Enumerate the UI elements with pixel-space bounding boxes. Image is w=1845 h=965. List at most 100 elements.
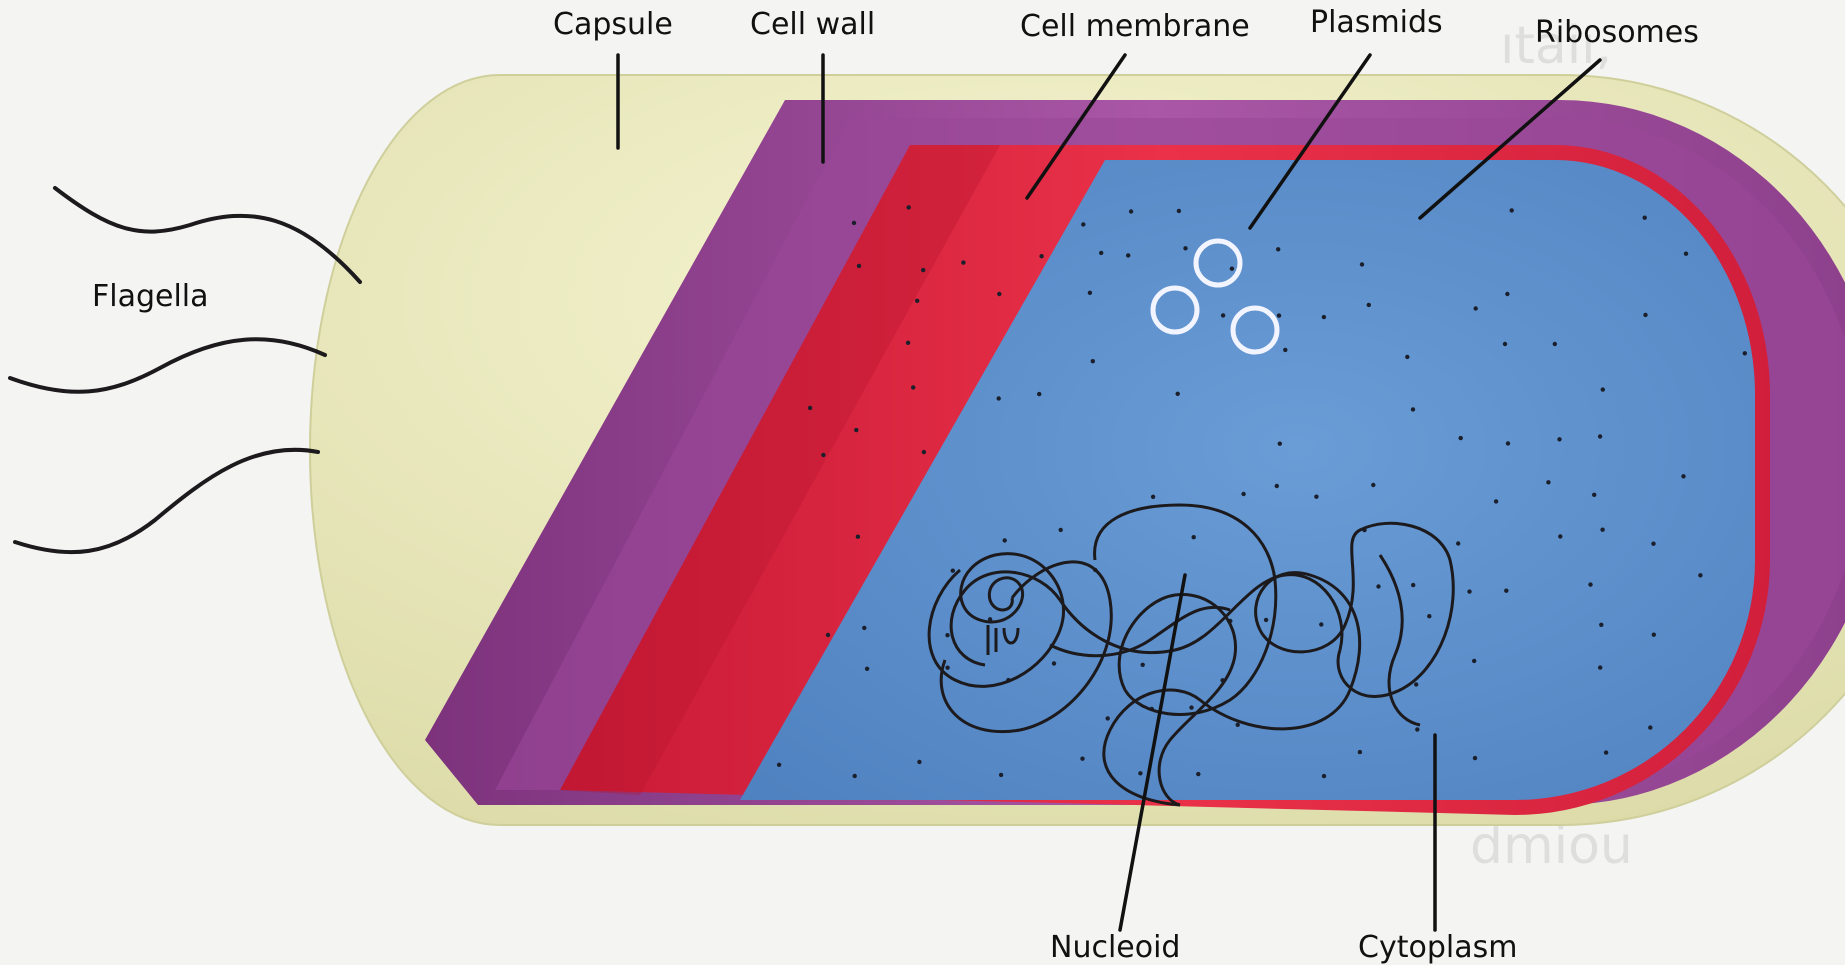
ribosome-dot-icon <box>1598 665 1602 669</box>
ribosome-dot-icon <box>1176 392 1180 396</box>
ribosome-dot-icon <box>1314 495 1318 499</box>
ribosome-dot-icon <box>1643 313 1647 317</box>
ribosome-dot-icon <box>1546 480 1550 484</box>
ribosome-dot-icon <box>1126 253 1130 257</box>
ribosome-dot-icon <box>1319 622 1323 626</box>
flagellum-icon <box>10 339 325 392</box>
ribosome-dot-icon <box>1588 582 1592 586</box>
ribosome-dot-icon <box>1358 750 1362 754</box>
ribosome-dot-icon <box>808 406 812 410</box>
ribosome-dot-icon <box>865 667 869 671</box>
ribosomes-label: Ribosomes <box>1535 18 1699 48</box>
ribosome-dot-icon <box>1459 436 1463 440</box>
ribosome-dot-icon <box>821 453 825 457</box>
ribosome-dot-icon <box>1080 757 1084 761</box>
ribosome-dot-icon <box>862 626 866 630</box>
ribosome-dot-icon <box>1277 313 1281 317</box>
ribosome-dot-icon <box>1037 392 1041 396</box>
capsule-label: Capsule <box>553 10 673 40</box>
ribosome-dot-icon <box>1411 407 1415 411</box>
ribosome-dot-icon <box>1367 303 1371 307</box>
ribosome-dot-icon <box>1278 442 1282 446</box>
ribosome-dot-icon <box>911 385 915 389</box>
ribosome-dot-icon <box>1411 583 1415 587</box>
ribosome-dot-icon <box>1601 387 1605 391</box>
ribosome-dot-icon <box>1414 682 1418 686</box>
ribosome-dot-icon <box>1189 705 1193 709</box>
cell-wall-label: Cell wall <box>750 10 875 40</box>
ribosome-dot-icon <box>1138 771 1142 775</box>
ribosome-dot-icon <box>1553 342 1557 346</box>
ribosome-dot-icon <box>1427 614 1431 618</box>
ribosome-dot-icon <box>1456 541 1460 545</box>
ribosome-dot-icon <box>1081 222 1085 226</box>
ribosome-dot-icon <box>1003 538 1007 542</box>
ribosome-dot-icon <box>1503 342 1507 346</box>
ribosome-dot-icon <box>1415 727 1419 731</box>
ribosome-dot-icon <box>852 221 856 225</box>
ribosome-dot-icon <box>1684 252 1688 256</box>
ribosome-dot-icon <box>1276 247 1280 251</box>
ribosome-dot-icon <box>1376 584 1380 588</box>
ribosome-dot-icon <box>999 773 1003 777</box>
ribosome-dot-icon <box>856 535 860 539</box>
ribosome-dot-icon <box>1494 499 1498 503</box>
ribosome-dot-icon <box>1557 437 1561 441</box>
ribosome-dot-icon <box>945 666 949 670</box>
ribosome-dot-icon <box>854 428 858 432</box>
ribosome-dot-icon <box>1600 528 1604 532</box>
ribosome-dot-icon <box>1275 484 1279 488</box>
ribosome-dot-icon <box>1473 756 1477 760</box>
ribosome-dot-icon <box>1643 216 1647 220</box>
flagella-label: Flagella <box>92 282 209 312</box>
ribosome-dot-icon <box>1558 534 1562 538</box>
ribosome-dot-icon <box>945 633 949 637</box>
ribosome-dot-icon <box>1504 589 1508 593</box>
flagellum-icon <box>15 450 318 552</box>
ribosome-dot-icon <box>951 569 955 573</box>
ribosome-dot-icon <box>1088 291 1092 295</box>
ribosome-dot-icon <box>1474 306 1478 310</box>
flagellum-icon <box>55 188 360 282</box>
ribosome-dot-icon <box>1743 351 1747 355</box>
ribosome-dot-icon <box>1059 528 1063 532</box>
ribosome-dot-icon <box>1652 633 1656 637</box>
ribosome-dot-icon <box>1681 474 1685 478</box>
ribosome-dot-icon <box>1604 750 1608 754</box>
ribosome-dot-icon <box>997 396 1001 400</box>
ribosome-dot-icon <box>1099 251 1103 255</box>
ribosome-dot-icon <box>1322 774 1326 778</box>
ribosome-dot-icon <box>1039 254 1043 258</box>
ribosome-dot-icon <box>1599 623 1603 627</box>
ribosome-dot-icon <box>1241 492 1245 496</box>
ribosome-dot-icon <box>907 205 911 209</box>
nucleoid-label: Nucleoid <box>1050 933 1180 963</box>
ribosome-dot-icon <box>1472 659 1476 663</box>
ribosome-dot-icon <box>1129 209 1133 213</box>
ribosome-dot-icon <box>1230 267 1234 271</box>
ribosome-dot-icon <box>1648 725 1652 729</box>
ribosome-dot-icon <box>1405 355 1409 359</box>
ribosome-dot-icon <box>961 260 965 264</box>
cell-membrane-label: Cell membrane <box>1020 12 1250 42</box>
ribosome-dot-icon <box>997 292 1001 296</box>
ribosome-dot-icon <box>921 268 925 272</box>
ribosome-dot-icon <box>826 633 830 637</box>
ribosome-dot-icon <box>917 760 921 764</box>
ribosome-dot-icon <box>1698 573 1702 577</box>
ribosome-dot-icon <box>1598 434 1602 438</box>
ribosome-dot-icon <box>1360 262 1364 266</box>
plasmids-label: Plasmids <box>1310 8 1443 38</box>
ribosome-dot-icon <box>1371 483 1375 487</box>
ribosome-dot-icon <box>853 774 857 778</box>
ribosome-dot-icon <box>1592 493 1596 497</box>
ribosome-dot-icon <box>1091 359 1095 363</box>
ribosome-dot-icon <box>1510 208 1514 212</box>
ribosome-dot-icon <box>1506 441 1510 445</box>
ribosome-dot-icon <box>777 763 781 767</box>
ribosome-dot-icon <box>1467 589 1471 593</box>
ribosome-dot-icon <box>857 264 861 268</box>
ribosome-dot-icon <box>1151 495 1155 499</box>
cytoplasm-label: Cytoplasm <box>1358 933 1517 963</box>
